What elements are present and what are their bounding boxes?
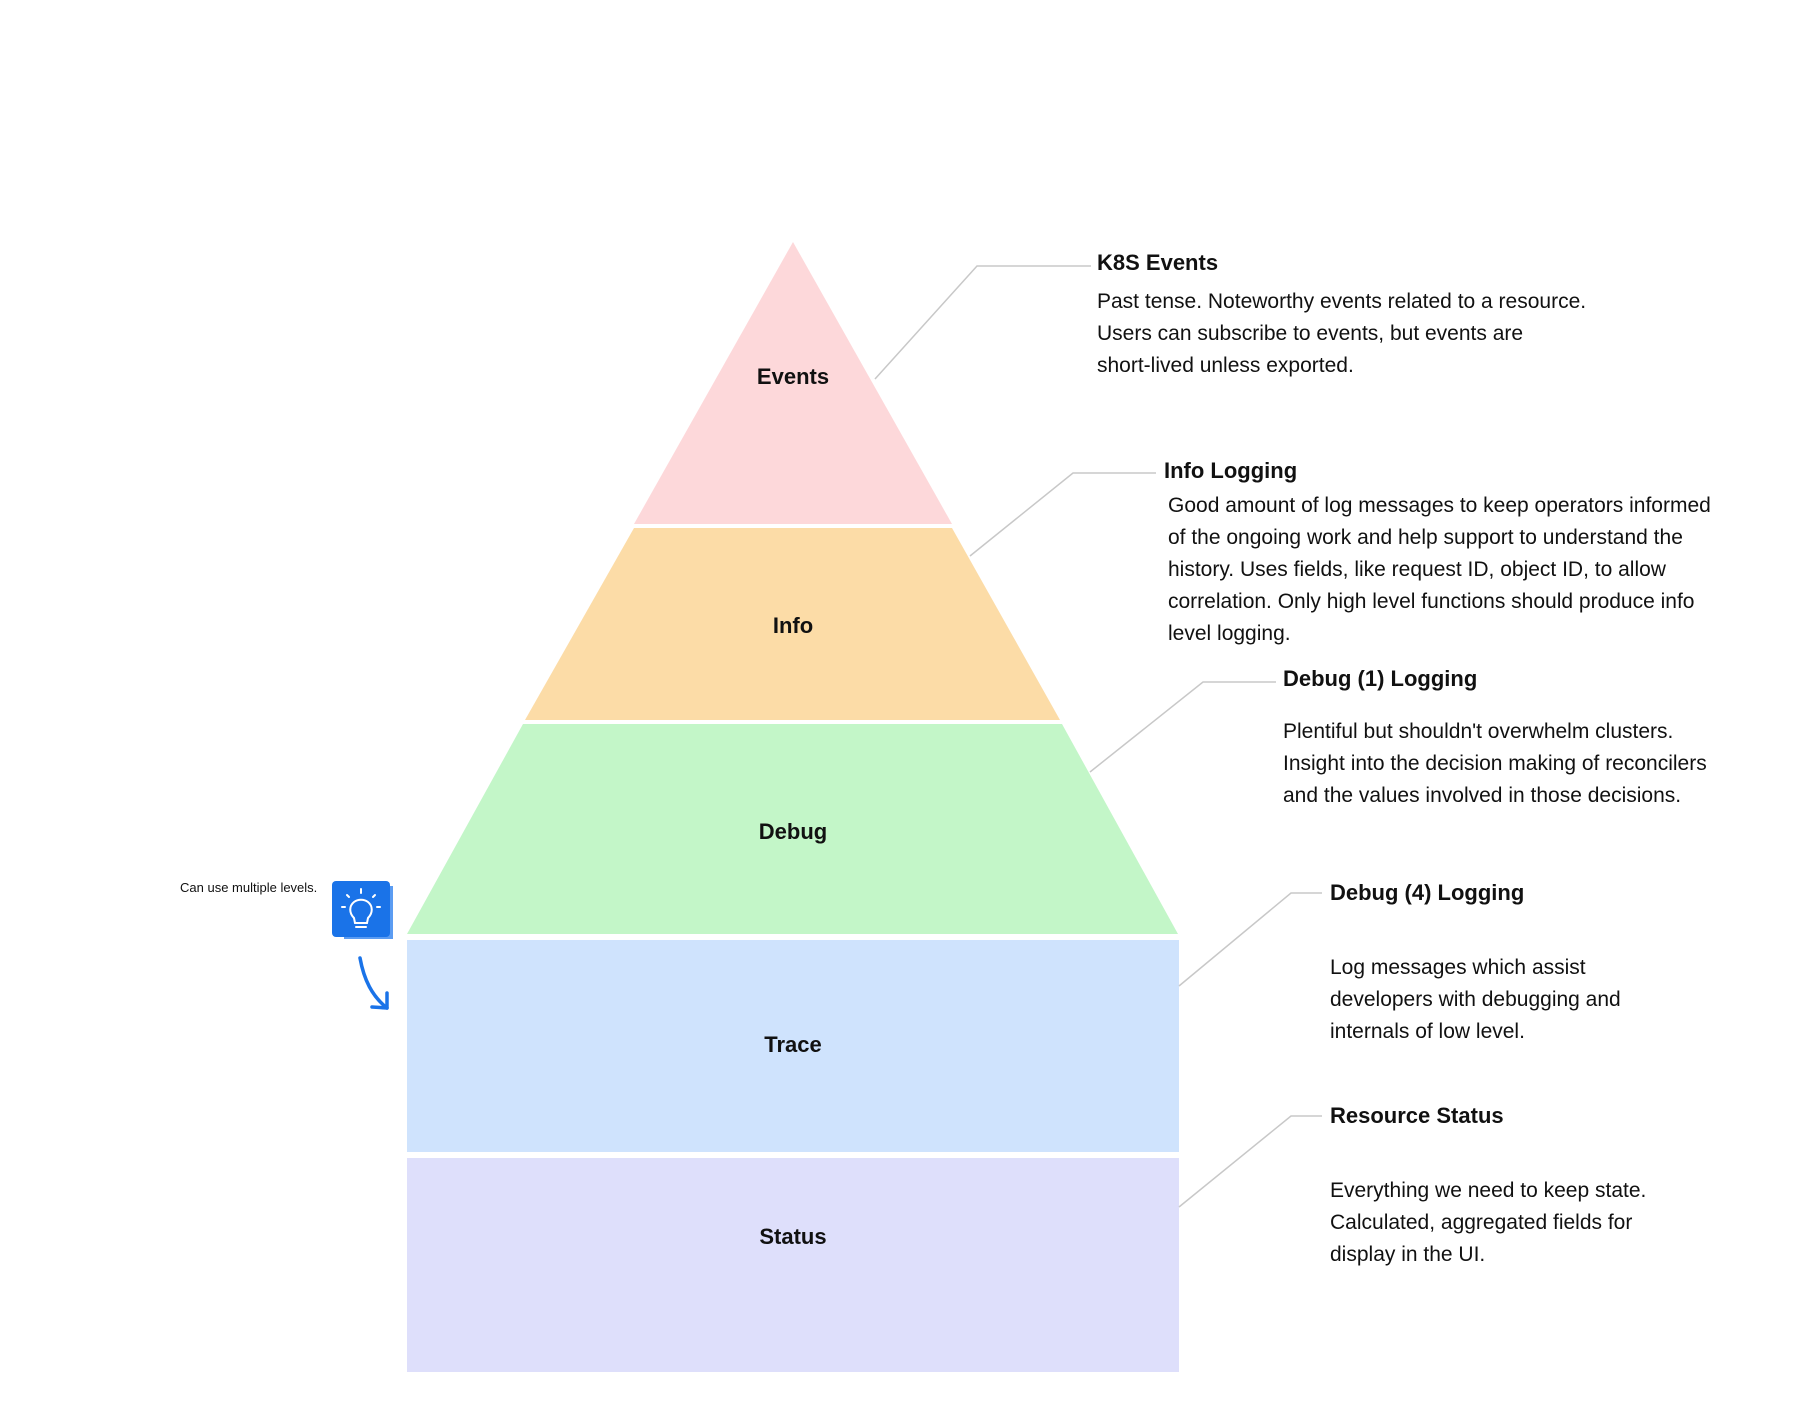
tip-note: Can use multiple levels. [180,880,318,895]
layer-label-status: Status [759,1224,826,1249]
tip-sticky[interactable] [332,881,393,939]
connector-events [874,265,1091,380]
callout-debug4-logging: Debug (4) Logging Log messages which ass… [1330,880,1750,1048]
callout-k8s-events: K8S Events Past tense. Noteworthy events… [1097,250,1657,382]
callout-title-k8s-events: K8S Events [1097,250,1219,275]
callout-body-resource-status: Everything we need to keep state. Calcul… [1330,1179,1647,1266]
layer-label-events: Events [757,364,829,389]
tip-arrow [358,956,389,1010]
callout-body-debug1-logging: Plentiful but shouldn't overwhelm cluste… [1283,720,1707,807]
lightbulb-icon [341,888,381,928]
layer-label-info: Info [773,613,813,638]
callout-resource-status: Resource Status Everything we need to ke… [1330,1103,1750,1271]
connector-info [969,472,1156,557]
callout-info-logging: Info Logging Good amount of log messages… [1164,458,1774,650]
callout-title-debug1-logging: Debug (1) Logging [1283,666,1478,691]
layer-debug [407,724,1178,934]
tip-arrow-shaft [358,956,389,1010]
layer-status [407,1158,1179,1372]
connector-debug1 [1089,681,1276,773]
connector-lines [874,265,1322,1208]
tip-arrow-head [370,991,389,1010]
callout-body-k8s-events: Past tense. Noteworthy events related to… [1097,290,1587,377]
callout-body-info-logging: Good amount of log messages to keep oper… [1168,494,1711,645]
callout-debug1-logging: Debug (1) Logging Plentiful but shouldn'… [1283,666,1783,812]
connector-status [1178,1115,1322,1208]
layer-trace [407,940,1179,1152]
callout-title-debug4-logging: Debug (4) Logging [1330,880,1525,905]
layer-events [634,242,952,524]
callout-title-info-logging: Info Logging [1164,458,1298,483]
layer-label-debug: Debug [759,819,827,844]
layer-info [525,528,1060,720]
layer-label-trace: Trace [764,1032,822,1057]
connector-debug4 [1178,892,1322,987]
callout-body-debug4-logging: Log messages which assist developers wit… [1330,956,1621,1043]
callout-title-resource-status: Resource Status [1330,1103,1504,1128]
